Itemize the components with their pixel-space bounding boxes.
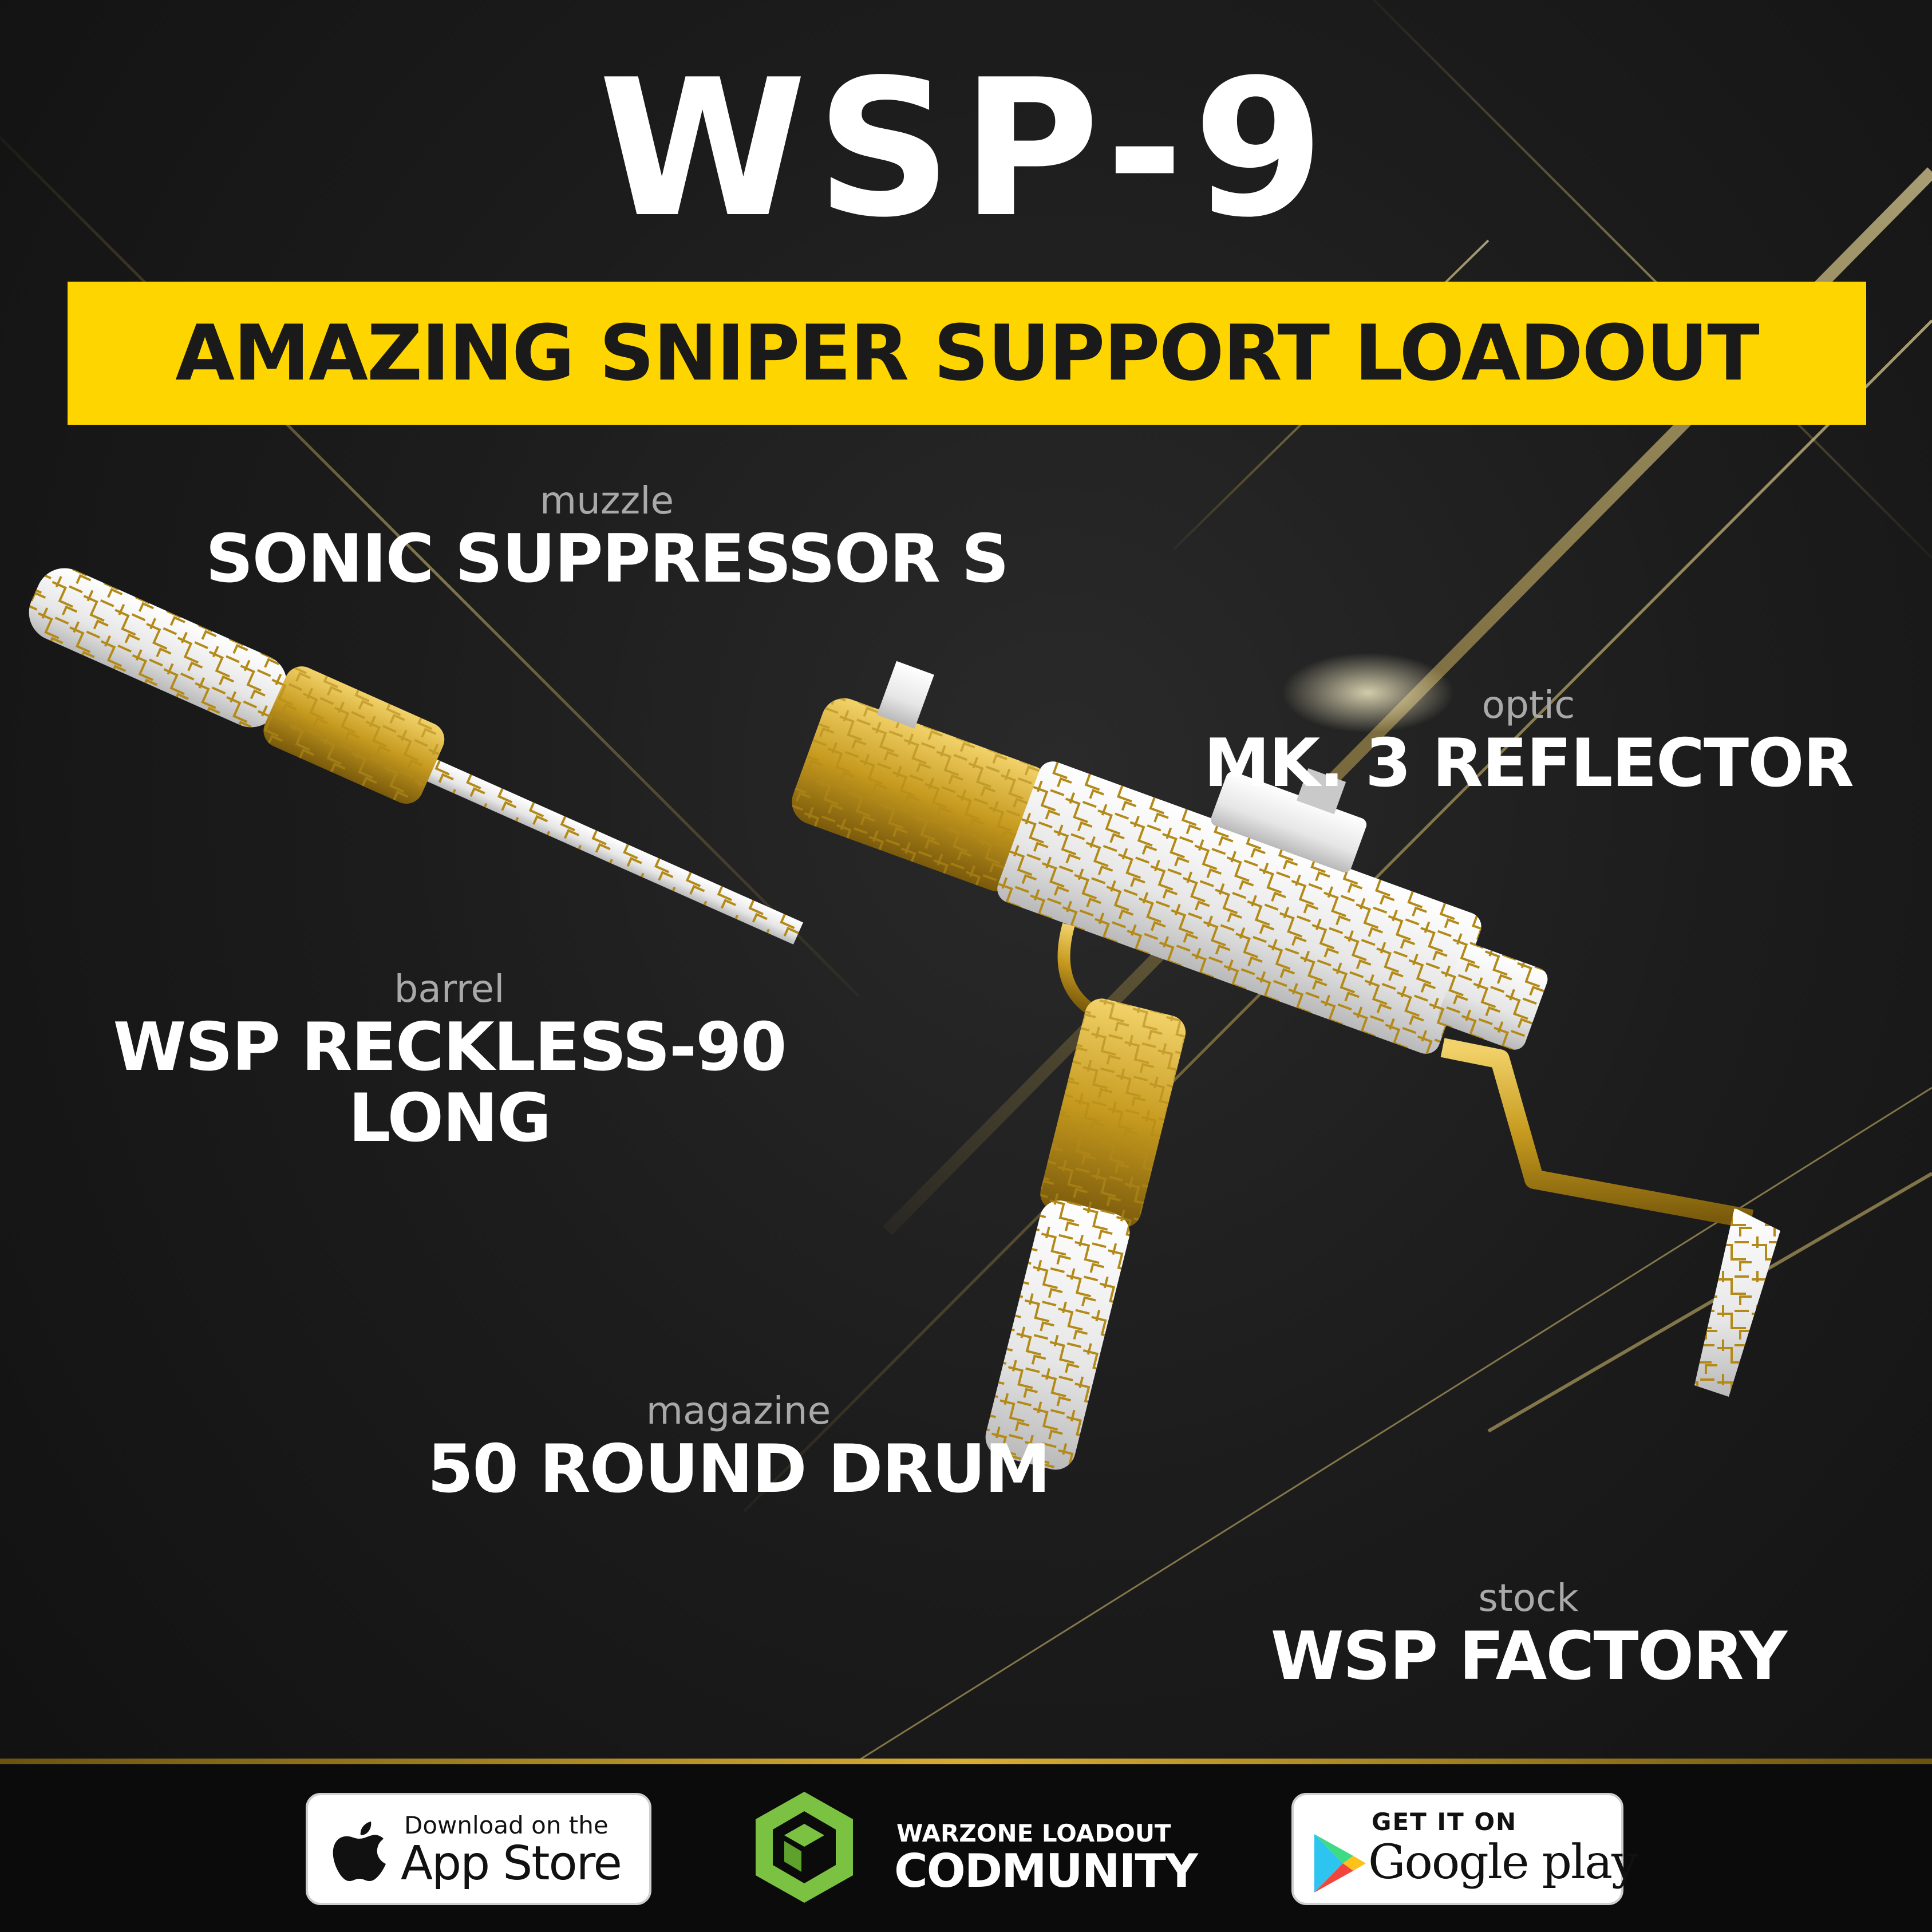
- google-play-big-text: Google play: [1368, 1835, 1638, 1890]
- google-play-button[interactable]: GET IT ON Google play: [1291, 1793, 1638, 1905]
- stock-label: stock: [1478, 1576, 1579, 1620]
- optic-value: MK. 3 REFLECTOR: [1203, 725, 1854, 802]
- optic-attachment: optic MK. 3 REFLECTOR: [1179, 682, 1878, 799]
- logo-tagline: WARZONE LOADOUT: [896, 1819, 1171, 1847]
- subtitle-text: AMAZING SNIPER SUPPORT LOADOUT: [175, 309, 1760, 398]
- logo-name: CODMUNITY: [894, 1844, 1198, 1898]
- barrel-attachment: barrel WSP RECKLESS-90 LONG: [86, 966, 813, 1154]
- muzzle-attachment: muzzle SONIC SUPPRESSOR S: [189, 478, 1025, 595]
- stock-value: WSP FACTORY: [1270, 1618, 1787, 1695]
- google-play-icon: [1314, 1834, 1366, 1893]
- weapon-title: WSP-9: [598, 39, 1334, 259]
- footer-divider: [0, 1759, 1932, 1764]
- barrel-value-line2: LONG: [348, 1080, 552, 1157]
- subtitle-banner: AMAZING SNIPER SUPPORT LOADOUT: [68, 282, 1866, 425]
- app-store-small-text: Download on the: [404, 1811, 609, 1839]
- magazine-attachment: magazine 50 ROUND DRUM: [412, 1388, 1065, 1505]
- apple-icon: [333, 1822, 386, 1881]
- magazine-label: magazine: [646, 1389, 831, 1433]
- muzzle-label: muzzle: [539, 479, 674, 523]
- codmunity-hexagon-icon: [756, 1792, 853, 1903]
- stock-attachment: stock WSP FACTORY: [1231, 1575, 1826, 1692]
- app-store-big-text: App Store: [401, 1836, 622, 1891]
- barrel-value-line1: WSP RECKLESS-90: [113, 1009, 787, 1086]
- app-store-button[interactable]: Download on the App Store: [306, 1793, 651, 1905]
- magazine-value: 50 ROUND DRUM: [427, 1431, 1051, 1508]
- google-play-small-text: GET IT ON: [1372, 1808, 1518, 1836]
- optic-label: optic: [1481, 683, 1575, 727]
- muzzle-value: SONIC SUPPRESSOR S: [206, 520, 1009, 598]
- barrel-label: barrel: [394, 967, 505, 1011]
